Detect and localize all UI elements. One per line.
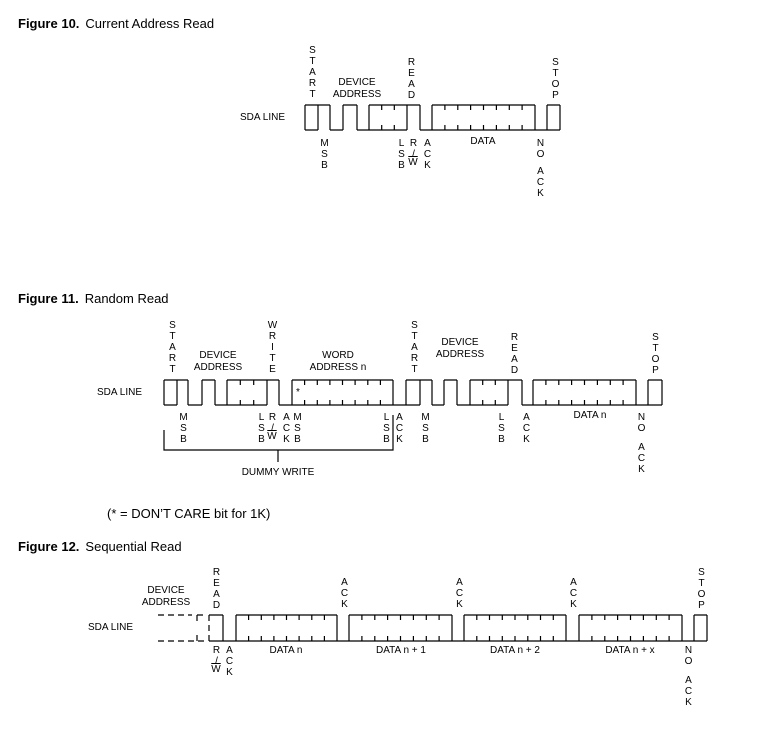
rw-label: R/ (211, 645, 222, 667)
dummy-write-label: DUMMY WRITE (241, 467, 315, 478)
stop-label: STOP (550, 57, 561, 101)
sda-line-label: SDA LINE (240, 112, 286, 123)
no-ack-label-ack: ACK (535, 166, 546, 199)
no-ack-label: NO (683, 645, 694, 667)
figure-number: Figure 10. (18, 16, 80, 31)
read-label: READ (211, 567, 222, 611)
msb-label: MSB (319, 138, 330, 171)
figure-10-bit-ticks (381, 105, 523, 130)
stop-label: STOP (696, 567, 707, 611)
device-label: DEVICE (147, 585, 185, 596)
address-label: ADDRESS (332, 89, 382, 100)
read-label: READ (406, 57, 417, 101)
rw-label-w: W (408, 157, 418, 168)
start-label: START (167, 320, 178, 375)
start-label: START (409, 320, 420, 375)
no-ack-label: NO (535, 138, 546, 160)
rw-label: R/ (408, 138, 419, 160)
data-label: DATA n (573, 410, 607, 421)
start-label: START (307, 45, 318, 100)
lsb-label: LSB (396, 138, 407, 171)
data-label: DATA n + x (605, 645, 655, 656)
figure-10-title: Figure 10. Current Address Read (18, 16, 214, 31)
read-label: READ (509, 332, 520, 376)
footnote: (* = DON’T CARE bit for 1K) (107, 506, 271, 521)
device-label: DEVICE (441, 337, 479, 348)
data-label: DATA (470, 136, 496, 147)
msb-label: MSB (420, 412, 431, 445)
figure-12-bit-ticks (248, 615, 670, 641)
ack-label: ACK (454, 577, 465, 610)
rw-label-w: W (211, 664, 221, 675)
figure-caption: Current Address Read (85, 16, 215, 31)
address-label: ADDRESS (193, 362, 243, 373)
figure-11-sda-waveform (163, 379, 663, 406)
dont-care-mark: * (296, 387, 300, 398)
ack-label: ACK (339, 577, 350, 610)
no-ack-label-ack: ACK (636, 442, 647, 475)
no-ack-label: NO (636, 412, 647, 434)
figure-12-previous-bytes-dashed (158, 614, 210, 642)
ack-label: ACK (394, 412, 405, 445)
address-label: ADDRESS (141, 597, 191, 608)
ack-label: ACK (568, 577, 579, 610)
figure-11-title: Figure 11. Random Read (18, 291, 169, 306)
dummy-write-bracket (163, 415, 394, 462)
lsb-label: LSB (496, 412, 507, 445)
address-label: ADDRESS (435, 349, 485, 360)
figure-number: Figure 11. (18, 291, 79, 306)
write-label: WRITE (267, 320, 278, 375)
figure-12-sda-waveform (209, 614, 708, 642)
msb-label: MSB (178, 412, 189, 445)
no-ack-label-ack: ACK (683, 675, 694, 708)
stop-label: STOP (650, 332, 661, 376)
device-label: DEVICE (338, 77, 376, 88)
lsb-label: LSB (256, 412, 267, 445)
figure-11-bit-ticks (239, 380, 624, 405)
sda-line-label: SDA LINE (88, 622, 134, 633)
data-label: DATA n + 1 (376, 645, 426, 656)
word-label: WORD (322, 350, 354, 361)
ack-label: ACK (422, 138, 433, 171)
ack-label: ACK (281, 412, 292, 445)
ack-label: ACK (521, 412, 532, 445)
data-label: DATA n + 2 (490, 645, 540, 656)
rw-label: R/ (267, 412, 278, 434)
figure-caption: Sequential Read (85, 539, 182, 554)
msb-label: MSB (292, 412, 303, 445)
lsb-label: LSB (381, 412, 392, 445)
figure-12-title: Figure 12. Sequential Read (18, 539, 182, 554)
sda-line-label: SDA LINE (97, 387, 143, 398)
word-address-label: ADDRESS n (309, 362, 367, 373)
data-label: DATA n (269, 645, 303, 656)
device-label: DEVICE (199, 350, 237, 361)
figure-number: Figure 12. (18, 539, 80, 554)
figure-caption: Random Read (84, 291, 169, 306)
ack-label: ACK (224, 645, 235, 678)
rw-label-w: W (267, 431, 277, 442)
